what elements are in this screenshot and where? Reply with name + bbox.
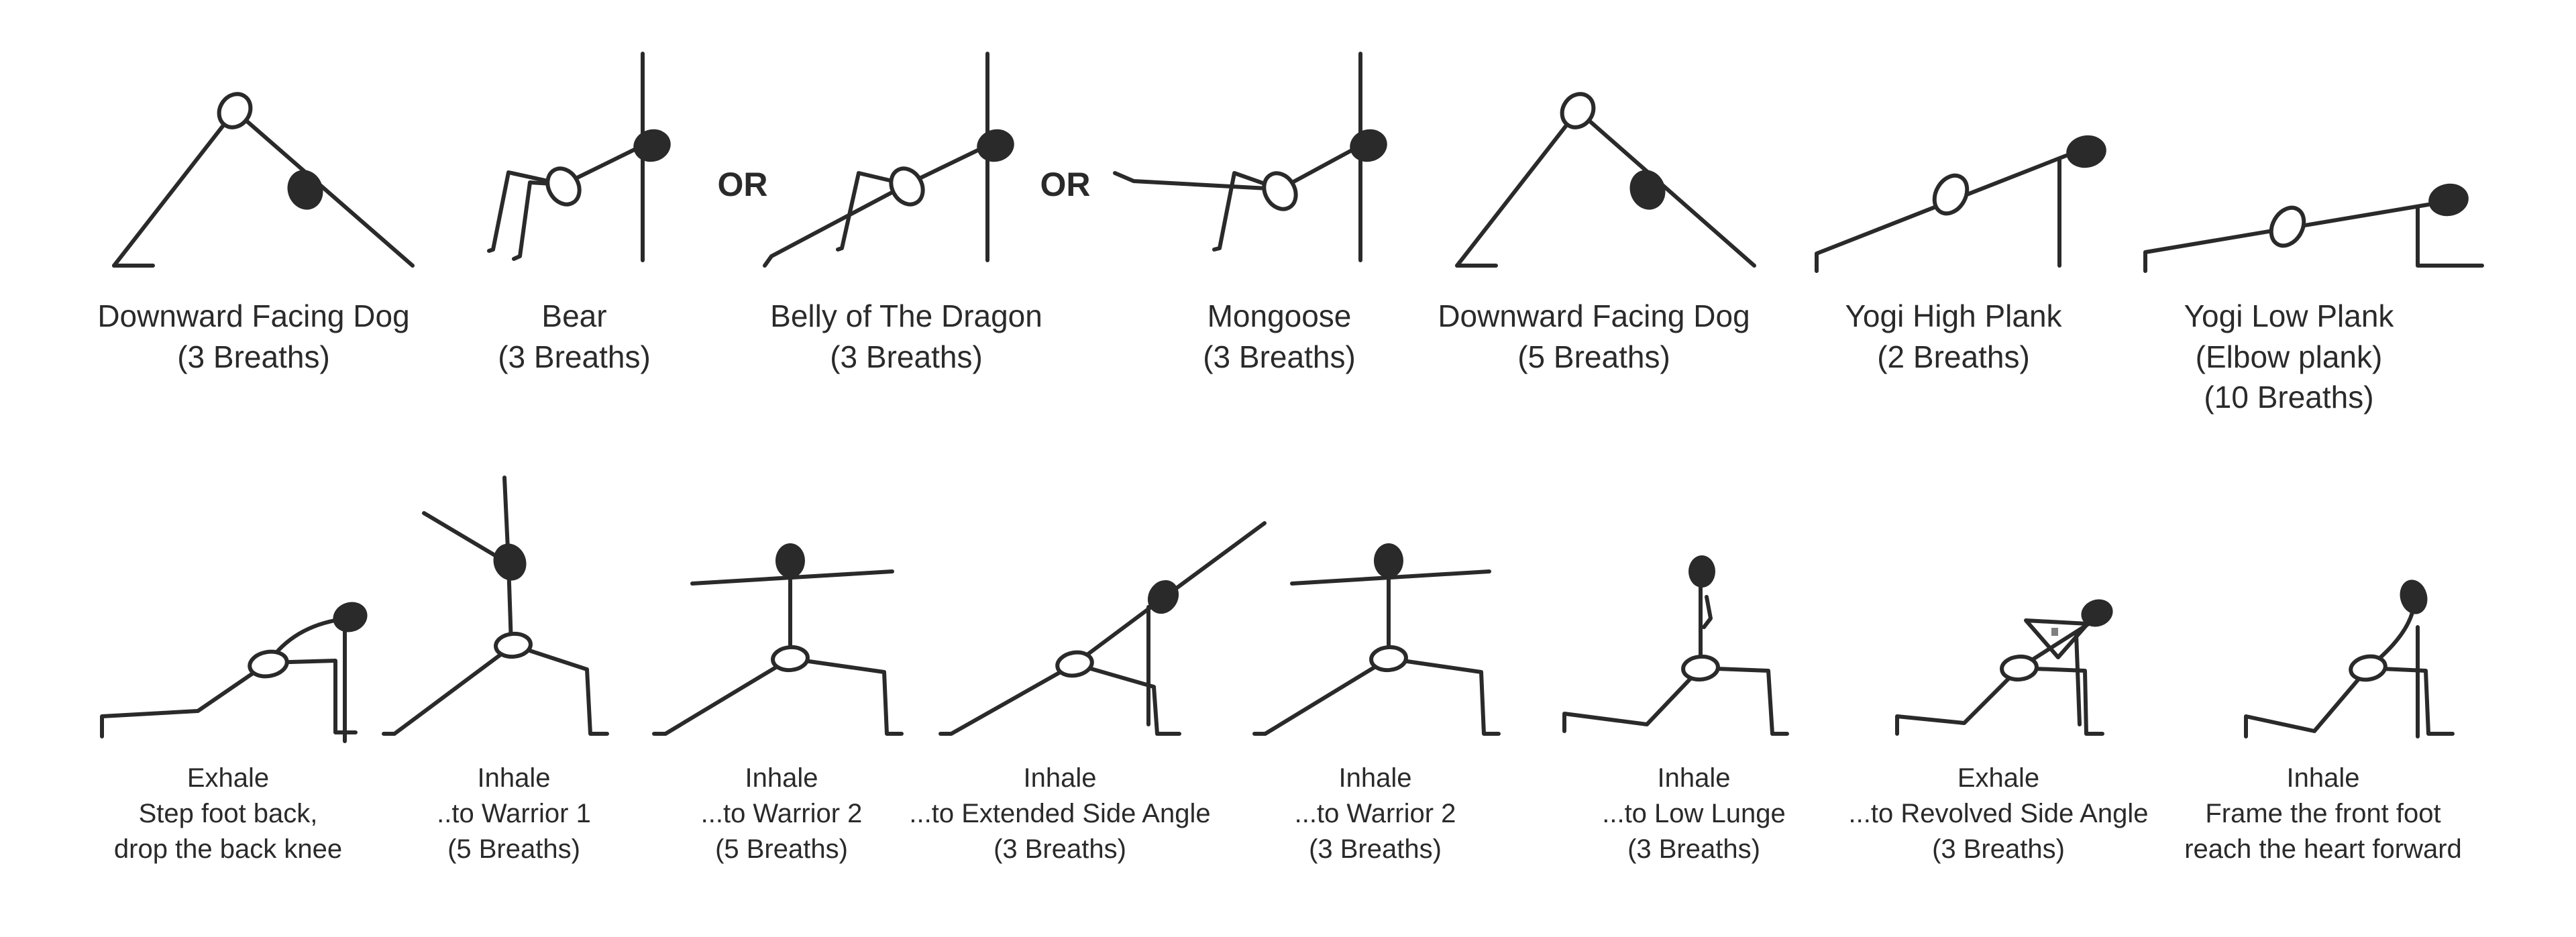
caption-line: Inhale [1023, 763, 1097, 793]
caption-line: (Elbow plank) [2195, 339, 2383, 374]
caption-line: (3 Breaths) [1309, 834, 1442, 864]
caption-step-foot-back: Exhale Step foot back, drop the back kne… [114, 761, 342, 867]
caption-yogi-low-plank: Yogi Low Plank (Elbow plank) (10 Breaths… [2184, 296, 2394, 418]
caption-warrior-2-a: Inhale ...to Warrior 2 (5 Breaths) [701, 761, 863, 867]
caption-line: Yogi Low Plank [2184, 298, 2394, 333]
caption-line: (3 Breaths) [177, 339, 330, 374]
caption-belly-of-the-dragon: Belly of The Dragon (3 Breaths) [770, 296, 1042, 377]
figure-bear [487, 52, 671, 262]
caption-line: ..to Warrior 1 [437, 798, 591, 828]
caption-line: (3 Breaths) [1627, 834, 1760, 864]
caption-line: reach the heart forward [2184, 834, 2462, 864]
figure-warrior-2-b [1252, 543, 1501, 736]
caption-line: (10 Breaths) [2204, 380, 2374, 415]
figure-frame-front-foot [2244, 580, 2455, 738]
caption-line: Downward Facing Dog [1438, 298, 1750, 333]
figure-mongoose [1113, 52, 1387, 262]
caption-line: (3 Breaths) [1203, 339, 1356, 374]
caption-yogi-high-plank: Yogi High Plank (2 Breaths) [1845, 296, 2061, 377]
caption-revolved-side-angle: Exhale ...to Revolved Side Angle (3 Brea… [1849, 761, 2149, 867]
caption-line: Inhale [477, 763, 551, 793]
or-label-2: OR [1040, 166, 1091, 203]
caption-line: (5 Breaths) [715, 834, 848, 864]
caption-line: Downward Facing Dog [97, 298, 410, 333]
caption-frame-front-foot: Inhale Frame the front foot reach the he… [2184, 761, 2462, 867]
caption-downward-dog-2: Downward Facing Dog (5 Breaths) [1438, 296, 1750, 377]
caption-line: Inhale [2286, 763, 2360, 793]
caption-warrior-1: Inhale ..to Warrior 1 (5 Breaths) [437, 761, 591, 867]
caption-line: (3 Breaths) [830, 339, 983, 374]
caption-downward-dog-1: Downward Facing Dog (3 Breaths) [97, 296, 409, 377]
caption-line: (3 Breaths) [498, 339, 651, 374]
caption-line: (3 Breaths) [994, 834, 1126, 864]
or-label-1: OR [717, 166, 768, 203]
caption-line: Exhale [1957, 763, 2040, 793]
caption-low-lunge: Inhale ...to Low Lunge (3 Breaths) [1602, 761, 1786, 867]
caption-line: Inhale [1657, 763, 1731, 793]
figure-warrior-1 [382, 476, 609, 736]
figure-belly-of-the-dragon [763, 52, 1014, 268]
caption-line: Yogi High Plank [1845, 298, 2062, 333]
caption-line: Step foot back, [138, 798, 318, 828]
caption-line: Belly of The Dragon [770, 298, 1042, 333]
caption-extended-side-angle: Inhale ...to Extended Side Angle (3 Brea… [909, 761, 1210, 867]
figure-step-foot-back [100, 602, 368, 743]
caption-mongoose: Mongoose (3 Breaths) [1203, 296, 1356, 377]
figure-revolved-side-angle [1895, 599, 2113, 736]
caption-line: Inhale [1338, 763, 1412, 793]
caption-bear: Bear (3 Breaths) [498, 296, 651, 377]
caption-line: ...to Revolved Side Angle [1848, 798, 2149, 828]
caption-line: (5 Breaths) [447, 834, 580, 864]
figure-extended-side-angle [938, 521, 1267, 736]
figure-yogi-high-plank [1815, 135, 2106, 273]
caption-line: ...to Low Lunge [1602, 798, 1786, 828]
caption-line: ...to Extended Side Angle [909, 798, 1211, 828]
caption-line: Frame the front foot [2205, 798, 2441, 828]
caption-line: ...to Warrior 2 [700, 798, 863, 828]
caption-line: Bear [541, 298, 607, 333]
figure-downward-dog-2 [1455, 92, 1756, 268]
caption-line: Mongoose [1207, 298, 1352, 333]
caption-line: (3 Breaths) [1932, 834, 2065, 864]
figure-yogi-low-plank [2143, 183, 2484, 273]
figure-warrior-2-a [652, 543, 904, 736]
caption-line: ...to Warrior 2 [1294, 798, 1456, 828]
caption-line: Exhale [186, 763, 270, 793]
figure-downward-dog-1 [112, 92, 415, 268]
caption-line: (2 Breaths) [1877, 339, 2030, 374]
caption-line: drop the back knee [113, 834, 343, 864]
caption-warrior-2-b: Inhale ...to Warrior 2 (3 Breaths) [1295, 761, 1456, 867]
figure-low-lunge [1562, 555, 1789, 736]
caption-line: Inhale [745, 763, 818, 793]
caption-line: (5 Breaths) [1517, 339, 1670, 374]
